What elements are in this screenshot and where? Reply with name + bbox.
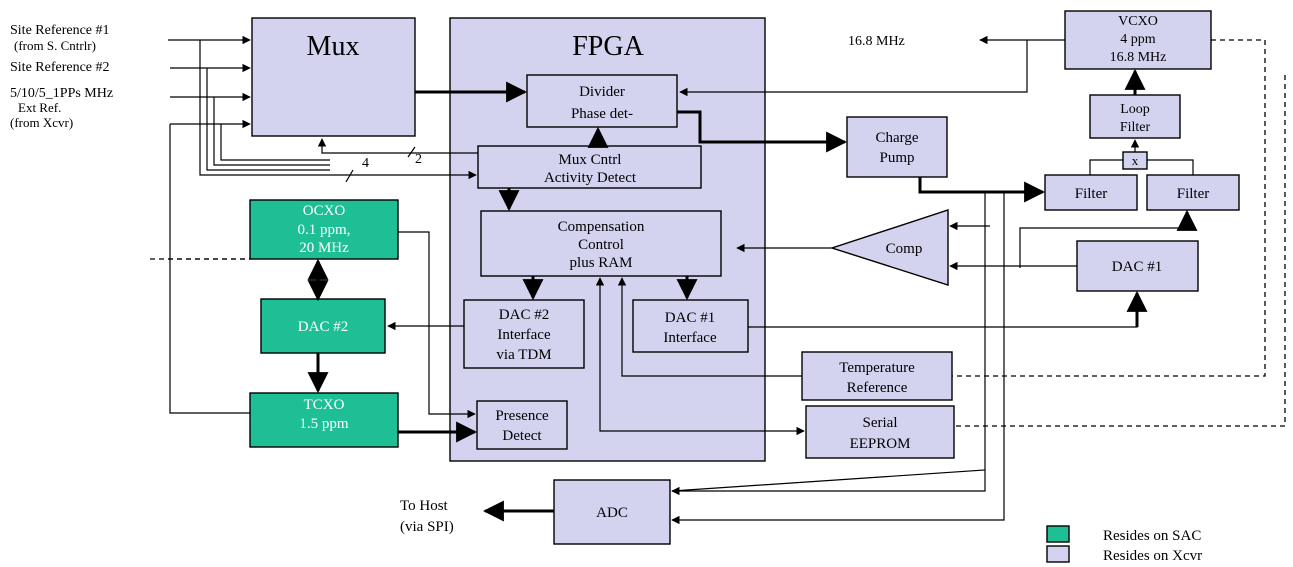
ext-ref-2-label: Ext Ref. <box>18 100 61 115</box>
tcxo-label-1: TCXO <box>304 397 345 413</box>
dac1-box <box>1076 240 1199 292</box>
presence-label-2: Detect <box>502 428 542 444</box>
mux-title: Mux <box>307 31 360 62</box>
vcxo-box <box>1064 10 1212 70</box>
dac2-interface-label-2: Interface <box>497 327 551 343</box>
dac2-label: DAC #2 <box>298 319 348 335</box>
compensation-label-1: Compensation <box>558 219 645 235</box>
mux-cntrl-box <box>477 145 702 189</box>
tcxo-box[interactable] <box>249 392 399 448</box>
legend-xcvr-label: Resides on Xcvr <box>1103 548 1202 564</box>
site-ref-2-label: Site Reference #2 <box>10 60 110 75</box>
temperature-label-1: Temperature <box>839 360 915 376</box>
dac2-interface-label-3: via TDM <box>496 347 551 363</box>
eeprom-box <box>805 405 955 459</box>
ocxo-label-3: 20 MHz <box>299 240 349 256</box>
dac2-interface-label-1: DAC #2 <box>499 307 549 323</box>
temperature-label-2: Reference <box>847 380 908 396</box>
eeprom-label-1: Serial <box>863 415 898 431</box>
vcxo-label-3: 16.8 MHz <box>1110 50 1167 65</box>
fpga-title: FPGA <box>572 31 644 62</box>
filter1-box <box>1044 174 1138 211</box>
divider-label-2: Phase det- <box>571 106 633 122</box>
compensation-label-2: Control <box>578 237 624 253</box>
presence-label-1: Presence <box>495 408 549 424</box>
charge-pump-label-1: Charge <box>875 130 918 146</box>
charge-pump-label-2: Pump <box>879 150 914 166</box>
adc-label: ADC <box>596 505 628 521</box>
bus-4-label: 4 <box>362 156 369 171</box>
filter1-label: Filter <box>1075 186 1108 202</box>
dac2-interface-box <box>463 299 585 369</box>
comparator-triangle <box>829 209 949 286</box>
loop-filter-label-2: Filter <box>1120 120 1151 135</box>
adc-box <box>553 479 671 545</box>
x-label: x <box>1132 153 1139 168</box>
temperature-reference-box <box>801 351 953 401</box>
dac1-label: DAC #1 <box>1112 259 1162 275</box>
legend-sac-label: Resides on SAC <box>1103 528 1201 544</box>
mux-cntrl-label-1: Mux Cntrl <box>559 152 622 168</box>
divider-box <box>526 74 678 128</box>
legend-xcvr-swatch <box>1046 545 1070 563</box>
to-host-sub-label: (via SPI) <box>400 519 454 535</box>
dac1-interface-label-1: DAC #1 <box>665 310 715 326</box>
charge-pump-box <box>846 116 948 178</box>
mux-cntrl-label-2: Activity Detect <box>544 170 637 186</box>
legend-sac-swatch <box>1046 525 1070 543</box>
loop-filter-box <box>1089 94 1181 139</box>
divider-label-1: Divider <box>579 84 625 100</box>
ext-ref-3-label: (from Xcvr) <box>10 115 73 130</box>
loop-filter-label-1: Loop <box>1120 102 1150 117</box>
site-ref-1-label: Site Reference #1 <box>10 23 110 38</box>
site-ref-1-sub-label: (from S. Cntrlr) <box>14 38 96 53</box>
eeprom-label-2: EEPROM <box>850 436 911 452</box>
bus-2-label: 2 <box>415 152 422 167</box>
tcxo-label-2: 1.5 ppm <box>299 416 349 432</box>
filter2-label: Filter <box>1177 186 1210 202</box>
compensation-box <box>480 210 722 277</box>
dac1-interface-label-2: Interface <box>663 330 717 346</box>
ocxo-label-2: 0.1 ppm, <box>298 222 351 238</box>
to-host-label: To Host <box>400 498 449 514</box>
vcxo-label-2: 4 ppm <box>1120 32 1156 47</box>
freq-out-label: 16.8 MHz <box>848 34 905 49</box>
ext-ref-label: 5/10/5_1PPs MHz <box>10 86 113 101</box>
ocxo-label-1: OCXO <box>303 203 346 219</box>
vcxo-label-1: VCXO <box>1118 14 1158 29</box>
mux-box <box>251 17 416 137</box>
dac2-box[interactable] <box>260 298 386 354</box>
compensation-label-3: plus RAM <box>570 255 633 271</box>
filter2-box <box>1146 174 1240 211</box>
comp-label: Comp <box>886 241 923 257</box>
